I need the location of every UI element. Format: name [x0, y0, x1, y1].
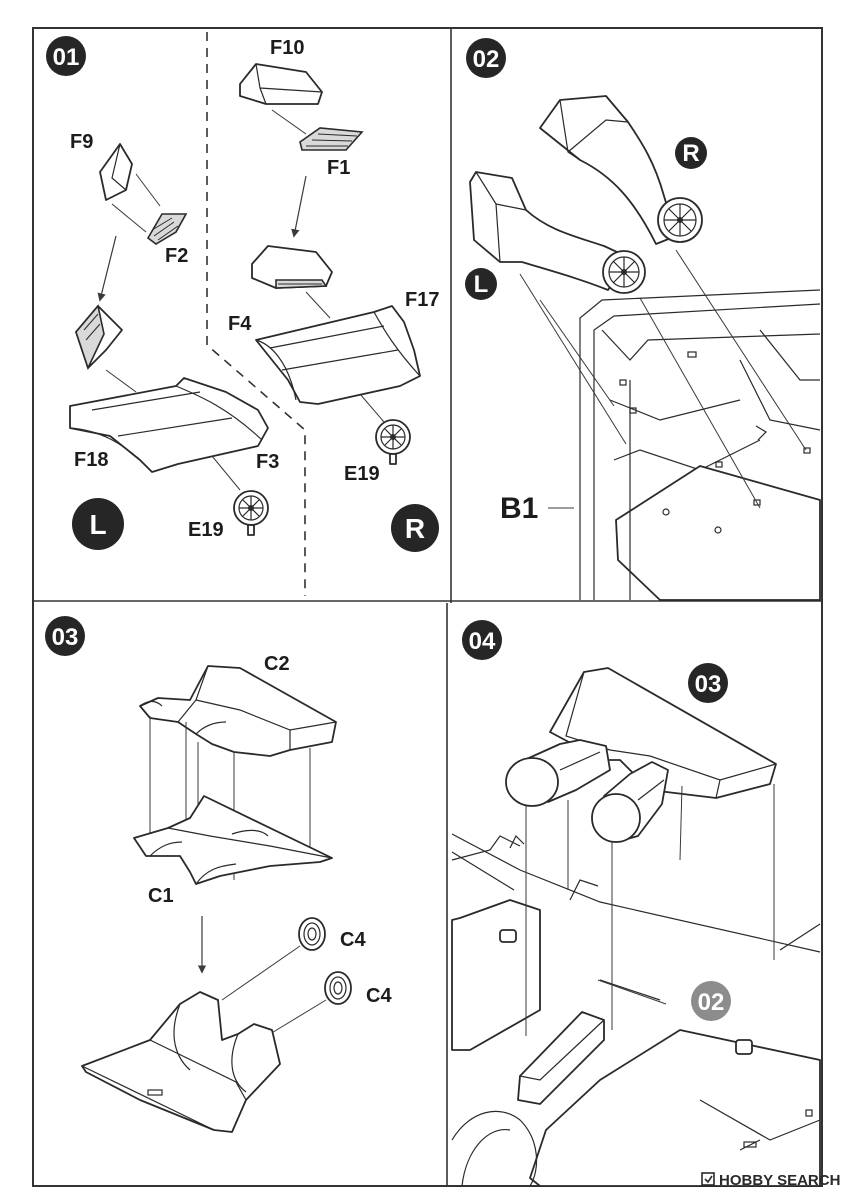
part-f9-f2-assembly — [75, 304, 123, 371]
label-e19-right: E19 — [344, 463, 380, 485]
side-left-text: L — [89, 509, 106, 540]
step-02-guides — [519, 249, 807, 509]
step-01-panel: 01 F10 F1 — [46, 32, 439, 596]
label-c4-top: C4 — [340, 929, 366, 951]
part-c4-top — [298, 917, 326, 951]
step-04-guides — [525, 784, 775, 1036]
part-f9 — [99, 143, 133, 201]
part-e19-left — [233, 490, 269, 536]
label-b1: B1 — [500, 492, 538, 525]
label-f18: F18 — [74, 449, 108, 471]
step-04-ref-03: 03 — [688, 663, 728, 703]
side-badge-left: L — [72, 498, 124, 550]
step-01-badge: 01 — [46, 36, 86, 76]
step-04-number: 04 — [469, 628, 496, 655]
step-04-step03-assembly — [505, 667, 777, 843]
label-f1: F1 — [327, 157, 350, 179]
side-l-step02-text: L — [474, 271, 489, 298]
step-04-panel: 04 — [451, 620, 821, 1187]
assembly-c1-c2 — [81, 991, 281, 1133]
step-01-number: 01 — [53, 44, 80, 71]
label-f9: F9 — [70, 131, 93, 153]
side-right-text: R — [405, 513, 425, 544]
label-c2: C2 — [264, 653, 290, 675]
label-f17: F17 — [405, 289, 439, 311]
step-02-badge: 02 — [466, 38, 506, 78]
step-02-number: 02 — [473, 46, 500, 73]
side-badge-l-step02: L — [465, 268, 497, 300]
label-c4-bottom: C4 — [366, 985, 392, 1007]
step-03-panel: 03 C2 C1 — [45, 616, 392, 1133]
watermark-text: HOBBY SEARCH — [719, 1172, 840, 1189]
ref-02-text: 02 — [698, 989, 725, 1016]
step-04-ref-02: 02 — [691, 981, 731, 1021]
step-03-badge: 03 — [45, 616, 85, 656]
step-04-badge: 04 — [462, 620, 502, 660]
intake-left — [469, 171, 646, 294]
side-badge-right: R — [391, 504, 439, 552]
label-c1: C1 — [148, 885, 174, 907]
label-f10: F10 — [270, 37, 304, 59]
hull-b1 — [579, 289, 821, 601]
part-c2 — [139, 665, 337, 757]
part-f10-f1-assembly — [251, 245, 333, 289]
part-f10 — [239, 63, 323, 105]
panel-frames — [32, 27, 823, 1187]
side-badge-r-step02: R — [675, 137, 707, 169]
part-c4-bottom — [324, 971, 352, 1005]
ref-03-text: 03 — [695, 671, 722, 698]
label-e19-left: E19 — [188, 519, 224, 541]
part-c1 — [133, 795, 333, 885]
part-f1 — [299, 127, 364, 151]
label-f2: F2 — [165, 245, 188, 267]
part-e19-right — [375, 419, 411, 465]
label-f3: F3 — [256, 451, 279, 473]
step-04-hull — [451, 833, 821, 1187]
watermark: HOBBY SEARCH — [701, 1172, 840, 1189]
part-f4-f17 — [255, 305, 421, 405]
step-03-number: 03 — [52, 624, 79, 651]
part-f18-f3 — [69, 377, 269, 473]
label-f4: F4 — [228, 313, 252, 335]
part-f2 — [146, 213, 188, 245]
step-02-panel: 02 B1 — [465, 38, 821, 601]
side-r-step02-text: R — [682, 140, 699, 167]
intake-right — [539, 95, 703, 245]
